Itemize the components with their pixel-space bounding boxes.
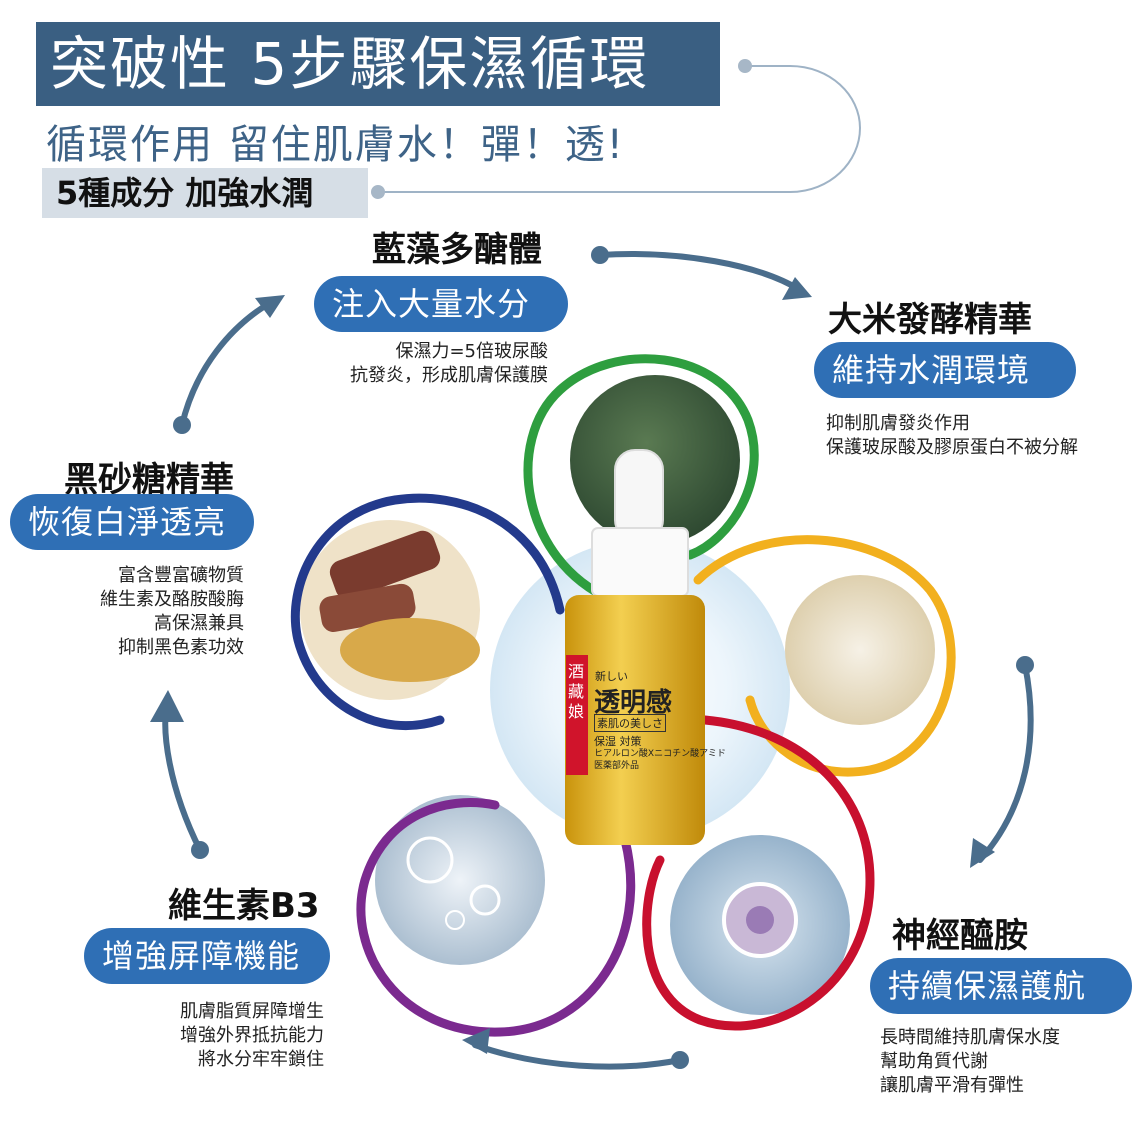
algae-desc: 保濕力=5倍玻尿酸 抗發炎，形成肌膚保護膜 [350, 341, 548, 386]
page-title: 突破性 5步驟保濕循環 [36, 22, 720, 106]
ceramide-name: 神經醯胺 [892, 916, 1028, 956]
b3-ring [356, 795, 636, 1037]
rice-benefit: 維持水潤環境 [814, 342, 1076, 398]
sugar-benefit: 恢復白淨透亮 [10, 494, 254, 550]
bottle-main-label: 透明感 [594, 688, 673, 718]
algae-benefit: 注入大量水分 [314, 276, 568, 332]
bottle-line2: ヒアルロン酸Xニコチン酸アミド [594, 749, 726, 759]
bottle-line1: 保湿 対策 [594, 735, 642, 748]
ceramide-benefit: 持續保濕護航 [870, 958, 1132, 1014]
connector-dot [738, 59, 752, 73]
b3-benefit: 增強屏障機能 [84, 928, 330, 984]
ingredients-badge: 5種成分 加強水潤 [42, 168, 368, 218]
b3-name: 維生素B3 [168, 886, 320, 926]
page-subtitle: 循環作用 留住肌膚水！彈！透! [46, 122, 625, 168]
sugar-ring [290, 493, 565, 731]
rice-desc: 抑制肌膚發炎作用 保護玻尿酸及膠原蛋白不被分解 [826, 413, 1078, 458]
bottle-line3: 医薬部外品 [594, 761, 640, 771]
sugar-desc: 富含豐富礦物質 維生素及酪胺酸脢 高保濕兼具 抑制黑色素功效 [100, 565, 244, 658]
rice-name: 大米發酵精華 [828, 300, 1032, 340]
arrow-tail-dots [173, 246, 1034, 1069]
arrow-heads [150, 277, 995, 1054]
bottle-side-label: 酒藏娘 [568, 662, 585, 721]
b3-desc: 肌膚脂質屏障增生 增強外界抵抗能力 將水分牢牢鎖住 [180, 1001, 324, 1070]
bottle-tagline: 素肌の美しさ [594, 714, 666, 732]
ceramide-desc: 長時間維持肌膚保水度 幫助角質代謝 讓肌膚平滑有彈性 [880, 1027, 1060, 1096]
bottle-small-label: 新しい [595, 670, 628, 683]
algae-name: 藍藻多醣體 [372, 230, 542, 270]
cycle-arrows [162, 251, 1034, 1070]
sugar-name: 黑砂糖精華 [64, 460, 234, 500]
serum-bottle [565, 449, 705, 845]
rice-ring [693, 535, 956, 777]
header-connector [378, 65, 862, 193]
connector-dot [371, 185, 385, 199]
ceramide-ring [642, 715, 875, 1031]
